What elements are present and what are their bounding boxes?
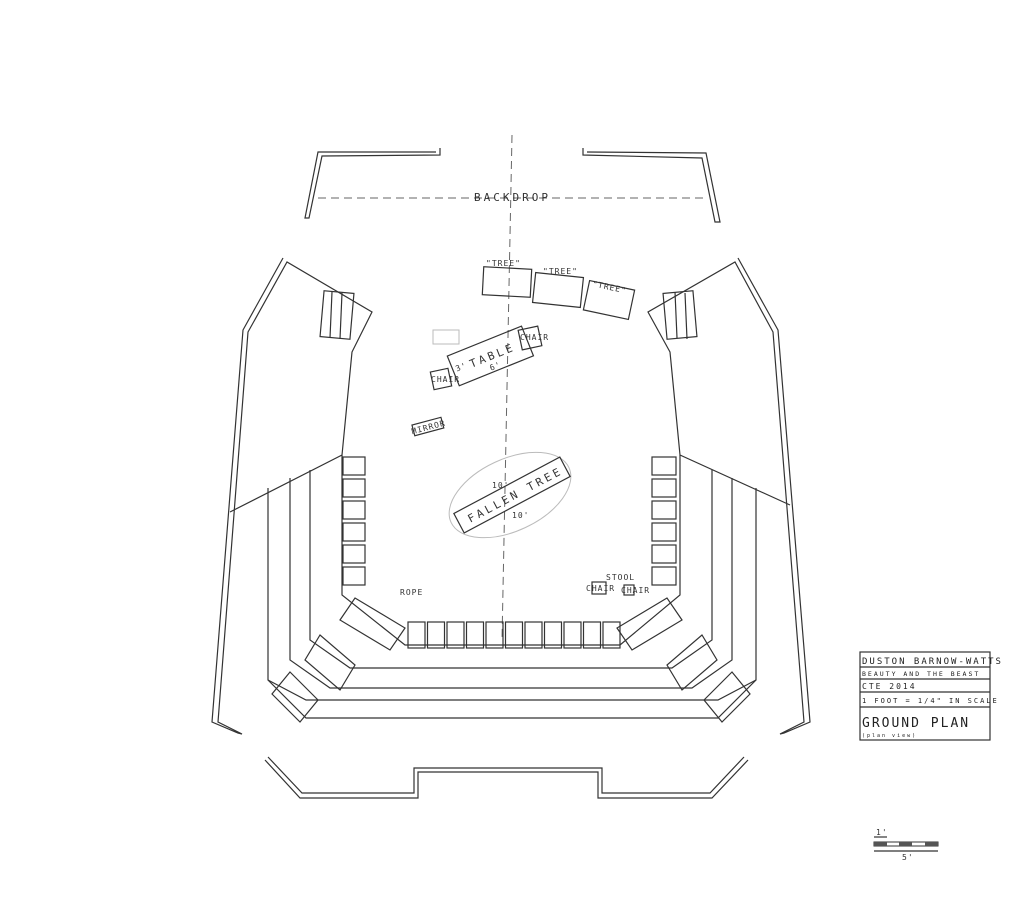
scale-total-label: 5' [902,853,914,862]
seat [446,621,465,649]
drawing-subtitle: (plan view) [862,733,917,739]
seat [543,621,563,649]
fallen-tree-area [448,451,572,539]
fallen-tree: FALLEN TREE [453,456,571,534]
seat [651,522,677,542]
svg-text:"TREE": "TREE" [486,259,521,268]
seat [651,500,677,520]
left-wing-steps [319,290,355,340]
faint-sketch [432,329,460,345]
svg-text:STOOL: STOOL [606,573,635,582]
seat [651,566,677,586]
seat [524,621,543,649]
organization: CTE 2014 [862,682,917,691]
seat [504,621,524,649]
scale-bar: 1' 5' [873,828,939,862]
seat [342,500,366,520]
right-wing [647,257,811,735]
seat [342,566,366,586]
downstage-wall [264,759,749,799]
seat [426,621,446,649]
seat [582,621,602,649]
left-wing [211,257,373,735]
scale-note: 1 FOOT = 1/4" IN SCALE [862,697,999,705]
stool: STOOL [606,573,635,582]
svg-text:CHAIR: CHAIR [586,584,615,593]
seat [563,621,582,649]
svg-text:CHAIR: CHAIR [431,375,460,384]
title-block: DUSTON BARNOW-WATTS BEAUTY AND THE BEAST… [859,651,1003,741]
svg-text:CHAIR: CHAIR [520,333,549,342]
upstage-right-wall [582,148,721,223]
drawing-title: GROUND PLAN [862,716,970,731]
designer-name: DUSTON BARNOW-WATTS [862,657,1003,667]
seat [342,478,366,498]
backdrop-label: BACKDROP [474,191,551,204]
fallen-tree-dim: 10' [492,481,509,490]
mirror: MIRROR [411,416,447,437]
seat [485,621,504,649]
seat [342,522,366,542]
tree-unit-2: "TREE" [531,267,585,309]
rope-label: ROPE [400,588,423,597]
svg-text:CHAIR: CHAIR [621,586,650,595]
audience-seating [267,455,757,723]
seat [651,456,677,476]
scale-unit-label: 1' [876,828,888,837]
seat [342,456,366,476]
tree-unit-3: "TREE" [582,279,636,321]
fallen-tree-dim: 10' [512,511,529,520]
chair-downstage-1: CHAIR [586,581,615,595]
svg-text:"TREE": "TREE" [543,267,578,276]
seat [342,544,366,564]
seat [602,621,621,649]
upstage-left-wall [304,148,441,219]
tree-unit-1: "TREE" [481,259,533,298]
svg-text:3': 3' [454,361,468,374]
seat [465,621,485,649]
chair-left: CHAIR [429,367,460,391]
seat [651,544,677,564]
seat [407,621,426,649]
svg-text:"TREE": "TREE" [592,279,628,295]
right-wing-steps [662,290,698,340]
chair-downstage-2: CHAIR [621,584,650,596]
chair-right: CHAIR [517,325,549,351]
svg-text:6': 6' [488,360,502,373]
seat [651,478,677,498]
center-line [501,134,513,641]
show-title: BEAUTY AND THE BEAST [862,670,980,678]
